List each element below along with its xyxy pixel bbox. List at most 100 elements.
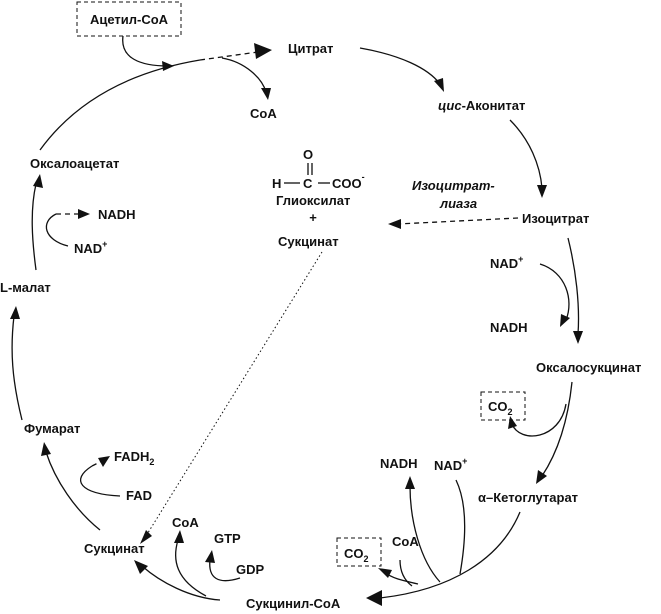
arrowhead-fumarate [41, 442, 51, 456]
arc-fumarate-malate [11, 315, 23, 421]
arc-oxaloacetate-citrate-dashed [199, 51, 259, 61]
coa-bottom-label: CoA [172, 515, 199, 530]
cis-aconitate-label: цис-Аконитат [438, 98, 525, 113]
cis-prefix: цис [438, 98, 462, 113]
gdp-label: GDP [236, 562, 265, 577]
arrowhead-malate [10, 306, 20, 319]
isocitrate-label: Изоцитрат [522, 211, 589, 226]
glyoxylate-o: O [303, 147, 313, 162]
plus-sign: + [309, 210, 317, 225]
arrowhead-ketoglutarate [536, 470, 547, 484]
acetyl-coa-feed [122, 35, 169, 67]
co2-bottom-label: CO2 [344, 546, 369, 564]
arrowhead-citrate [254, 43, 272, 59]
coa-right-bottom-label: CoA [392, 534, 419, 549]
arc-malate-oxaloacetate [31, 183, 37, 271]
co2-right-sub: 2 [508, 407, 513, 417]
nadh-left-label: NADH [98, 207, 136, 222]
arc-isocitrate-oxalosuccinate [567, 237, 580, 335]
nad-low-sup: + [462, 456, 467, 466]
succinate-bottom-label: Сукцинат [84, 541, 145, 556]
gtp-label: GTP [214, 531, 241, 546]
co2-bottom-box [336, 537, 382, 567]
cis-rest: -Аконитат [462, 98, 526, 113]
nad-right-branch [539, 263, 570, 321]
nad-low-label: NAD+ [434, 456, 467, 473]
dotted-link-head [140, 530, 152, 544]
nad-right-text: NAD [490, 256, 518, 271]
nad-left-label: NAD+ [74, 239, 107, 256]
co2-right-box [480, 391, 526, 421]
malate-label: L-малат [0, 280, 51, 295]
arc-succinylcoa-succinate [141, 565, 221, 601]
arc-citrate-aconitate [359, 47, 441, 85]
coa-top-label: CoA [250, 106, 277, 121]
nadh-right-label: NADH [490, 320, 528, 335]
nadh-left-head [78, 209, 90, 219]
glyoxylate-charge: - [362, 172, 365, 182]
coa-release [221, 57, 267, 93]
arrowhead-isocitrate [537, 185, 547, 198]
fadh2-head [98, 456, 110, 467]
isocitrate-lyase-line2: лиаза [439, 196, 477, 211]
fadh2-sub: 2 [149, 457, 154, 467]
arc-succinate-fumarate [45, 451, 101, 531]
glyoxylate-coo-text: COO [332, 176, 362, 191]
co2-right-head [508, 416, 517, 429]
glyoxylate-h: H [272, 176, 281, 191]
coa-bottom-branch [175, 539, 207, 597]
arrowhead-aconitate [434, 78, 444, 92]
nad-right-label: NAD+ [490, 254, 523, 271]
coa-bottom-right-branch [399, 559, 413, 587]
succinate-dotted-link [145, 251, 323, 537]
acetyl-coa-box [76, 1, 182, 37]
oxalosuccinate-label: Оксалосукцинат [536, 360, 641, 375]
arc-aconitate-isocitrate [509, 119, 543, 189]
succinyl-coa-label: Сукцинил-CoA [246, 596, 341, 611]
co2-right-release [511, 403, 567, 437]
acetyl-coa-label: Ацетил-CoA [90, 12, 169, 27]
fadh2-text: FADH [114, 449, 149, 464]
nad-left-branch [45, 213, 69, 247]
co2-bottom-sub: 2 [364, 554, 369, 564]
arrowhead-succinylcoa [366, 590, 382, 606]
glyoxylate-c: C [303, 176, 313, 191]
arrowhead-oxaloacetate [33, 174, 43, 188]
nad-left-text: NAD [74, 241, 102, 256]
arc-oxalosuccinate-ketoglutarate [541, 381, 573, 477]
nadh-low-branch [409, 485, 441, 583]
fumarate-label: Фумарат [24, 421, 80, 436]
arc-oxaloacetate-citrate [39, 59, 201, 151]
co2-right-text: CO [488, 399, 508, 414]
glyoxylate-name: Глиоксилат [276, 193, 350, 208]
nadh-low-head [405, 476, 415, 489]
isocitrate-lyase-line1: Изоцитрат- [412, 178, 495, 193]
glyoxylate-coo: COO- [332, 172, 365, 191]
ketoglutarate-label: α–Кетоглутарат [478, 490, 578, 505]
coa-release-head [261, 88, 271, 100]
coa-bottom-head [174, 530, 184, 543]
co2-bottom-text: CO [344, 546, 364, 561]
arc-ketoglutarate-succinylcoa [379, 511, 521, 599]
lyase-head [388, 219, 401, 229]
nad-right-sup: + [518, 254, 523, 264]
oxaloacetate-label: Оксалоацетат [30, 156, 119, 171]
nad-left-sup: + [102, 239, 107, 249]
lyase-dashed-arrow [397, 217, 519, 225]
fadh2-label: FADH2 [114, 449, 154, 467]
nadh-right-head [560, 314, 570, 327]
nad-low-branch [455, 479, 466, 575]
co2-right-label: CO2 [488, 399, 513, 417]
co2-bottom-head [378, 568, 392, 578]
citrate-label: Цитрат [288, 41, 333, 56]
acetyl-feed-head [162, 61, 174, 71]
gtp-head [205, 550, 215, 563]
arrowhead-oxalosuccinate [573, 331, 583, 344]
nadh-low-label: NADH [380, 456, 418, 471]
fad-branch [80, 465, 121, 497]
nad-low-text: NAD [434, 458, 462, 473]
arrowhead-succinate-bottom [134, 560, 148, 574]
gdp-gtp-branch [209, 559, 241, 582]
